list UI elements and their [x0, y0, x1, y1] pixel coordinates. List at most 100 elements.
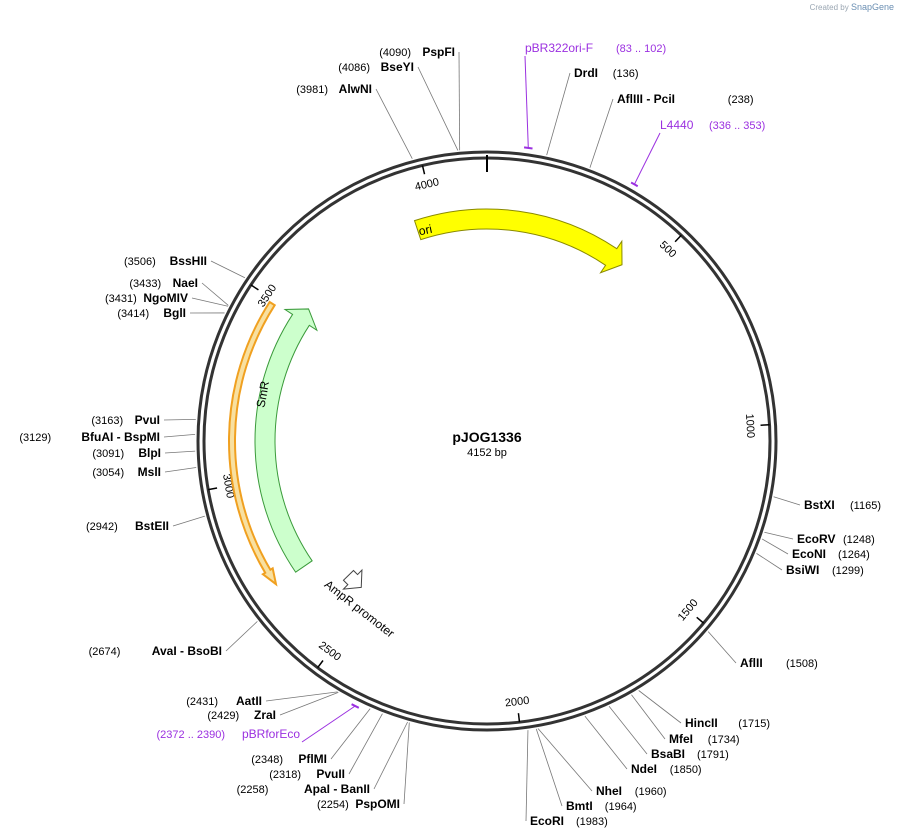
tick-mark [696, 616, 705, 624]
site-position: (3163) [91, 415, 123, 427]
site-position: (3414) [117, 308, 149, 320]
ori-feature-label: ori [417, 222, 433, 238]
site-name: PspOMI [355, 797, 400, 811]
plasmid-length: 4152 bp [467, 447, 507, 459]
site-name: BsaBI [651, 747, 685, 761]
site-leader [417, 66, 459, 151]
site-leader [761, 538, 789, 555]
tick-label: 2500 [316, 639, 343, 663]
site-position: (1960) [635, 786, 667, 798]
site-leader [373, 721, 408, 790]
site-position: (3506) [124, 256, 156, 268]
site-name: BssHII [170, 254, 207, 268]
ampr-promoter-arrow [342, 568, 363, 590]
tick-mark [250, 284, 259, 291]
site-position: (3981) [296, 84, 328, 96]
site-name: NgoMIV [143, 291, 188, 305]
site-position: (3054) [92, 467, 124, 479]
site-position: (2254) [317, 799, 349, 811]
site-position: (136) [613, 68, 639, 80]
site-position: (2942) [86, 521, 118, 533]
site-name: AflII [740, 656, 763, 670]
site-name: BseYI [381, 60, 414, 74]
primer-name: pBRforEco [242, 727, 300, 741]
site-position: (1983) [576, 816, 608, 828]
smr-outline-arc [228, 300, 278, 587]
site-leader [201, 282, 229, 306]
site-leader [608, 706, 648, 755]
site-name: PflMI [298, 752, 327, 766]
site-leader [172, 515, 205, 527]
site-leader [210, 260, 246, 279]
tick-label: 1500 [676, 597, 701, 623]
site-position: (3129) [19, 432, 51, 444]
primer-leader [633, 132, 661, 185]
primer-name: L4440 [660, 118, 694, 132]
site-leader [756, 553, 783, 571]
tick-mark [760, 423, 770, 427]
site-leader [631, 694, 666, 740]
site-name: BstEII [135, 519, 169, 533]
site-name: PspFI [422, 45, 455, 59]
site-name: NheI [596, 784, 622, 798]
primer-name: pBR322ori-F [525, 41, 593, 55]
site-leader [458, 51, 461, 151]
site-position: (1264) [838, 549, 870, 561]
tick-mark [208, 487, 218, 491]
primer-range: (83 .. 102) [616, 43, 666, 55]
site-leader [773, 496, 801, 506]
site-name: EcoNI [792, 547, 826, 561]
site-leader [163, 418, 196, 421]
site-position: (1248) [843, 534, 875, 546]
site-leader [279, 691, 339, 716]
site-position: (4090) [379, 47, 411, 59]
smr-feature-arrow [254, 308, 318, 573]
site-position: (1850) [670, 764, 702, 776]
plasmid-name: pJOG1336 [452, 429, 521, 445]
tick-mark [674, 234, 682, 243]
site-name: PvuII [316, 767, 345, 781]
site-name: BmtI [566, 799, 593, 813]
site-position: (1715) [738, 718, 770, 730]
site-leader [584, 715, 628, 770]
tick-mark [421, 165, 426, 175]
site-position: (1299) [832, 565, 864, 577]
site-leader [589, 98, 614, 168]
site-name: BfuAI - BspMI [81, 430, 160, 444]
site-position: (3431) [105, 293, 137, 305]
site-position: (2674) [89, 646, 121, 658]
site-position: (2429) [207, 710, 239, 722]
site-position: (2318) [269, 769, 301, 781]
site-name: BstXI [804, 498, 835, 512]
site-leader [330, 708, 371, 760]
site-name: BlpI [138, 446, 161, 460]
site-position: (4086) [338, 62, 370, 74]
snapgene-credit: Created by SnapGene [810, 2, 894, 12]
site-position: (2348) [251, 754, 283, 766]
site-leader [707, 631, 737, 664]
tick-label: 500 [657, 239, 679, 260]
site-position: (1964) [605, 801, 637, 813]
smr-feature-label: SmR [254, 380, 272, 409]
site-name: ApaI - BanII [304, 782, 370, 796]
site-leader [403, 722, 410, 805]
site-position: (3091) [92, 448, 124, 460]
site-leader [535, 728, 563, 807]
primer-range: (2372 .. 2390) [157, 729, 226, 741]
site-name: EcoRV [797, 532, 835, 546]
site-position: (238) [728, 94, 754, 106]
credit-prefix: Created by [809, 3, 849, 12]
tick-mark [517, 713, 521, 723]
site-leader [265, 691, 338, 702]
site-position: (1165) [850, 500, 881, 512]
primer-leader [524, 55, 529, 148]
site-leader [191, 297, 229, 307]
site-leader [163, 433, 196, 438]
site-name: EcoRI [530, 814, 564, 828]
site-leader [537, 728, 593, 792]
site-name: AvaI - BsoBI [152, 644, 222, 658]
site-name: AflIII - PciI [617, 92, 675, 106]
tick-label: 2000 [504, 695, 530, 710]
ori-feature-arrow [413, 208, 623, 274]
